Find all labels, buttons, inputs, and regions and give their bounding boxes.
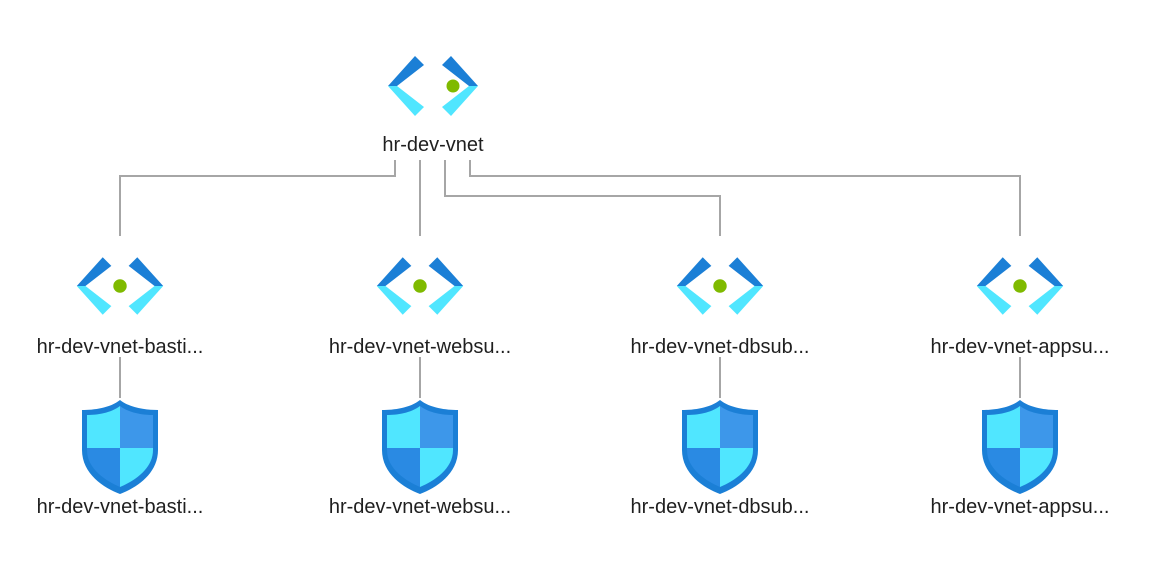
subnet-label: hr-dev-vnet-basti... xyxy=(36,336,204,358)
vnet-label: hr-dev-vnet xyxy=(382,134,484,156)
connector-root-subnet-1 xyxy=(119,160,396,236)
network-security-group-shield-icon xyxy=(682,400,758,494)
subnet-icon xyxy=(976,257,1064,315)
subnet-icon xyxy=(376,257,464,315)
nsg-label: hr-dev-vnet-websu... xyxy=(328,496,512,518)
subnet-label: hr-dev-vnet-websu... xyxy=(328,336,512,358)
subnet-icon xyxy=(676,257,764,315)
network-security-group-shield-icon xyxy=(382,400,458,494)
subnet-label: hr-dev-vnet-dbsub... xyxy=(630,336,810,358)
subnet-icon xyxy=(76,257,164,315)
network-security-group-shield-icon xyxy=(82,400,158,494)
nsg-label: hr-dev-vnet-appsu... xyxy=(930,496,1110,518)
connector-root-subnet-3 xyxy=(444,160,721,236)
nsg-label: hr-dev-vnet-basti... xyxy=(36,496,204,518)
virtual-network-icon xyxy=(388,56,478,116)
connector-root-subnet-4 xyxy=(469,160,1021,236)
nsg-label: hr-dev-vnet-dbsub... xyxy=(630,496,810,518)
network-security-group-shield-icon xyxy=(982,400,1058,494)
subnet-label: hr-dev-vnet-appsu... xyxy=(930,336,1110,358)
